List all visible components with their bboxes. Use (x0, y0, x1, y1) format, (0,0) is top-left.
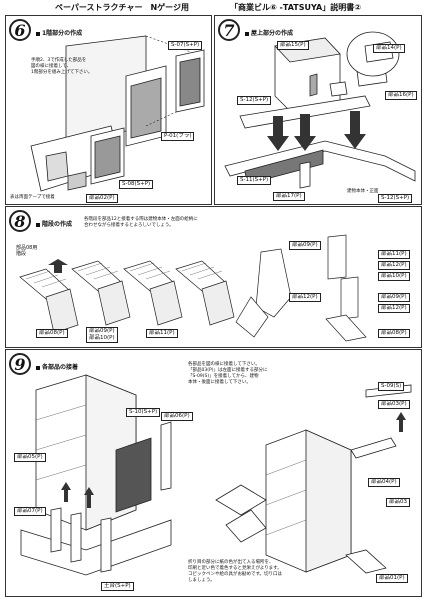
step-number: 6 (9, 19, 31, 41)
label-part17: 部品17(P) (273, 192, 305, 201)
header-right: 「商業ビル⑥ -TATSUYA」説明書② (230, 3, 361, 12)
label-s08: S-08(S+P) (119, 180, 154, 189)
label-part07: 部品07(P) (14, 507, 46, 516)
label-part08-r: 部品08(P) (378, 329, 410, 338)
label-p01: P-01(プラ) (161, 132, 195, 141)
label-part06: 部品06(P) (161, 412, 193, 421)
step-note-2: 折り目の部分に紙の色が出て入る場所を、 印刷と近い色で着色すると見栄えがよります… (188, 560, 283, 583)
step-title: 階段の作成 (36, 219, 72, 228)
step-note: 各階段を部品12と接着する際は建物本体・左面の絵柄に 合わせながら接着するとよろ… (84, 217, 198, 228)
label-part09-mid: 部品09(P) (289, 241, 321, 250)
header-left: ペーパーストラクチャー Nゲージ用 (55, 3, 189, 12)
label-part04: 部品04(P) (368, 478, 400, 487)
step-note-1: 各部品を図の様に接着して下さい。 「部品03(P)」は左面に接着する部分に 「S… (188, 362, 268, 385)
step-title: 屋上部分の作成 (245, 28, 293, 37)
step-note: 手順2、3で作成した部品を 図の様に接着して、 1階部分を組み上げて下さい。 (31, 58, 93, 75)
stairs-label: 部品08用 階段 (16, 245, 38, 257)
label-part05: 部品05(P) (14, 453, 46, 462)
body-note: 建物本体・正面 (347, 189, 379, 194)
label-s12-left: S-12(S+P) (237, 96, 272, 105)
label-part09-10: 部品09(P) 部品10(P) (86, 327, 118, 343)
step-9-panel: 9 各部品の接着 各部品を図の様に接着して下さい。 「部品03(P)」は左面に接… (5, 349, 422, 597)
label-base: 土台(S+P) (101, 582, 134, 591)
label-part15: 部品15(P) (277, 41, 309, 50)
step-title: 1階部分の作成 (36, 28, 82, 37)
label-part14: 部品14(P) (373, 44, 405, 53)
step-8-diagram (19, 234, 367, 342)
label-part02: 部品02(P) (86, 194, 118, 203)
step-8-panel: 8 階段の作成 各階段を部品12と接着する際は建物本体・左面の絵柄に 合わせなが… (5, 206, 422, 348)
label-part11: 部品11(P) (146, 329, 178, 338)
label-part10-r: 部品10(P) (378, 272, 410, 281)
label-s12-right: S-12(S+P) (378, 194, 413, 203)
label-part03: 部品03(P) (378, 400, 410, 409)
label-s09: S-09(S) (378, 382, 405, 391)
step-7-panel: 7 屋上部分の作成 部品15(P) 部品14(P) 部品16(P) S-12(S… (214, 15, 422, 205)
tape-note: 表は両面テープで接着 (10, 195, 55, 200)
step-number: 9 (9, 353, 31, 375)
label-part12-r1: 部品12(P) (378, 261, 410, 270)
step-6-diagram (30, 35, 205, 192)
label-part03-b: 部品03 (386, 498, 410, 507)
page-header: ペーパーストラクチャー Nゲージ用 「商業ビル⑥ -TATSUYA」説明書② (0, 0, 425, 14)
step-number: 7 (218, 19, 240, 41)
step-number: 8 (9, 210, 31, 232)
label-part16: 部品16(P) (385, 91, 417, 100)
label-part09-r: 部品09(P) (378, 293, 410, 302)
step-9-diagram (20, 374, 412, 576)
label-part08: 部品08(P) (36, 329, 68, 338)
step-6-panel: 6 1階部分の作成 手順2、3で作成した部品を 図の様に接着して、 1階部分を組… (5, 15, 212, 205)
label-s10: S-10(S+P) (126, 408, 161, 417)
label-part11-r: 部品11(P) (378, 250, 410, 259)
label-part12-mid: 部品12(P) (289, 293, 321, 302)
label-s07: S-07(S+P) (168, 41, 203, 50)
label-s11: S-11(S+P) (237, 176, 272, 185)
label-part12-r2: 部品12(P) (378, 304, 410, 313)
step-title: 各部品の接着 (36, 362, 78, 371)
label-part01: 部品01(P) (376, 574, 408, 583)
